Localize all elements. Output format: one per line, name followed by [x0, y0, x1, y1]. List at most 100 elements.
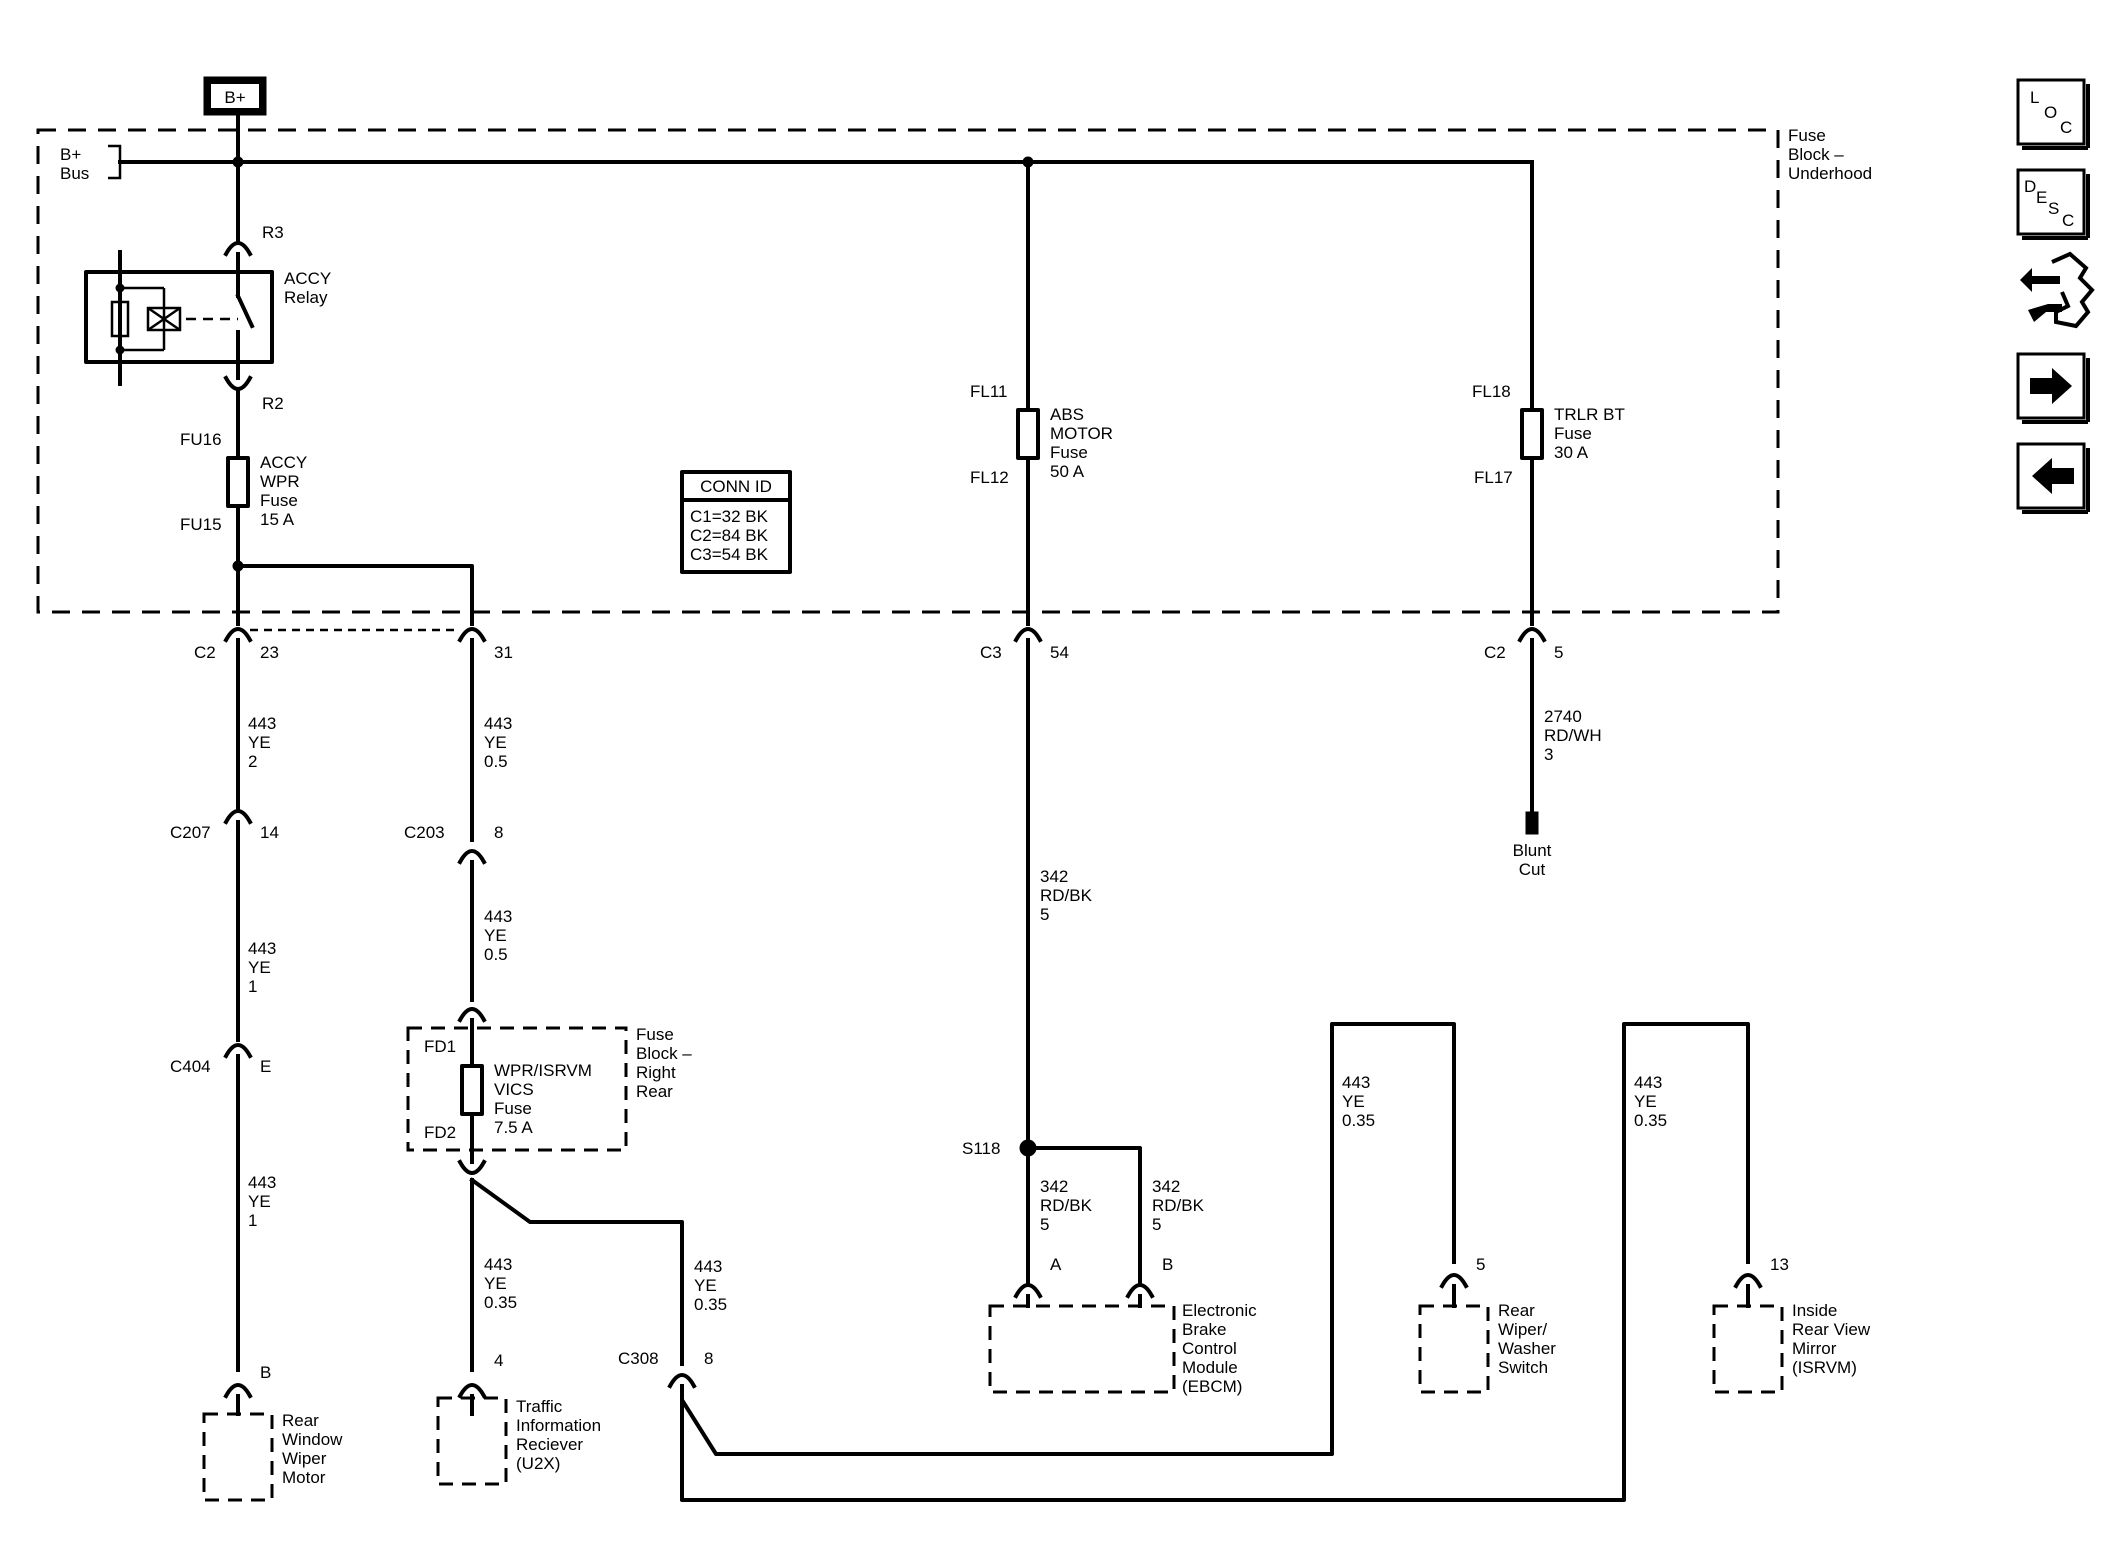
svg-text:0.35: 0.35	[694, 1295, 727, 1314]
svg-text:5: 5	[1152, 1215, 1161, 1234]
loc-icon[interactable]: L O C	[2016, 78, 2090, 150]
wire-443-ye-0.35-a: 443 YE 0.35	[484, 1255, 517, 1312]
svg-text:Fuse: Fuse	[494, 1099, 532, 1118]
svg-text:342: 342	[1152, 1177, 1180, 1196]
svg-text:Relay: Relay	[284, 288, 328, 307]
fu16-label: FU16	[180, 430, 222, 449]
svg-text:Block –: Block –	[1788, 145, 1844, 164]
svg-text:443: 443	[1342, 1073, 1370, 1092]
svg-text:443: 443	[248, 1173, 276, 1192]
r2-label: R2	[262, 394, 284, 413]
svg-text:Fuse: Fuse	[1050, 443, 1088, 462]
wpr-isrvm-vics-fuse-label: WPR/ISRVM VICS Fuse 7.5 A	[494, 1061, 592, 1137]
conn-id-box: CONN ID C1=32 BK C2=84 BK C3=54 BK	[680, 470, 792, 574]
svg-text:YE: YE	[1634, 1092, 1657, 1111]
svg-text:Window: Window	[282, 1430, 343, 1449]
fl11-label: FL11	[970, 382, 1008, 401]
electronic-brake-control-module-label: Electronic Brake Control Module (EBCM)	[1182, 1301, 1257, 1396]
svg-text:D: D	[2024, 177, 2036, 196]
svg-text:Underhood: Underhood	[1788, 164, 1872, 183]
svg-text:443: 443	[248, 939, 276, 958]
svg-text:C: C	[2062, 211, 2074, 230]
wire-342-rd-bk-5-c: 342 RD/BK 5	[1152, 1177, 1205, 1234]
svg-text:RD/BK: RD/BK	[1040, 1196, 1093, 1215]
svg-text:8: 8	[494, 823, 503, 842]
bplus-bus: B+ Bus	[60, 144, 1534, 183]
svg-text:5: 5	[1040, 905, 1049, 924]
svg-text:342: 342	[1040, 867, 1068, 886]
svg-text:E: E	[2036, 188, 2047, 207]
svg-text:C2: C2	[194, 643, 216, 662]
svg-text:Washer: Washer	[1498, 1339, 1556, 1358]
svg-text:1: 1	[248, 977, 257, 996]
wire-443-ye-1-b: 443 YE 1	[248, 1173, 276, 1230]
wpr-isrvm-vics-fuse	[460, 1064, 484, 1116]
svg-text:8: 8	[704, 1349, 713, 1368]
svg-text:C1=32 BK: C1=32 BK	[690, 507, 769, 526]
abs-motor-fuse-label: ABS MOTOR Fuse 50 A	[1050, 405, 1113, 481]
nav-toolbar: L O C D E S C	[2016, 78, 2095, 514]
svg-text:YE: YE	[248, 733, 271, 752]
connector-c207	[223, 809, 253, 825]
arrow-right-icon[interactable]	[2016, 352, 2090, 424]
svg-text:C3=54 BK: C3=54 BK	[690, 545, 769, 564]
svg-text:RD/BK: RD/BK	[1040, 886, 1093, 905]
wire-443-ye-0.35-d: 443 YE 0.35	[1634, 1073, 1667, 1130]
svg-text:S: S	[2048, 199, 2059, 218]
connector-tool-icon[interactable]	[2020, 251, 2095, 329]
svg-text:ABS: ABS	[1050, 405, 1084, 424]
accy-wpr-fuse-label: ACCY WPR Fuse 15 A	[260, 453, 307, 529]
wire-443-ye-0.35-b: 443 YE 0.35	[694, 1257, 727, 1314]
svg-text:13: 13	[1770, 1255, 1789, 1274]
fl17-label: FL17	[1474, 468, 1513, 487]
rear-window-wiper-motor-label: Rear Window Wiper Motor	[282, 1411, 343, 1487]
svg-text:YE: YE	[694, 1276, 717, 1295]
svg-text:443: 443	[1634, 1073, 1662, 1092]
desc-icon[interactable]: D E S C	[2016, 168, 2090, 240]
wire-443-ye-1-a: 443 YE 1	[248, 939, 276, 996]
wire-to-isrvm	[680, 1022, 1750, 1502]
svg-text:0.35: 0.35	[1634, 1111, 1667, 1130]
fu15-label: FU15	[180, 515, 222, 534]
svg-text:342: 342	[1040, 1177, 1068, 1196]
wire-443-ye-0.5-b: 443 YE 0.5	[484, 907, 512, 964]
svg-text:B: B	[260, 1363, 271, 1382]
svg-text:5: 5	[1476, 1255, 1485, 1274]
svg-text:RD/BK: RD/BK	[1152, 1196, 1205, 1215]
svg-text:443: 443	[484, 714, 512, 733]
svg-text:Fuse: Fuse	[636, 1025, 674, 1044]
svg-text:1: 1	[248, 1211, 257, 1230]
blunt-cut-end	[1525, 811, 1539, 835]
rear-wiper-washer-switch-label: Rear Wiper/ Washer Switch	[1498, 1301, 1556, 1377]
svg-text:C207: C207	[170, 823, 211, 842]
svg-text:(ISRVM): (ISRVM)	[1792, 1358, 1857, 1377]
svg-text:B+: B+	[60, 145, 81, 164]
svg-text:Block –: Block –	[636, 1044, 692, 1063]
svg-text:C404: C404	[170, 1057, 211, 1076]
svg-text:C203: C203	[404, 823, 445, 842]
svg-text:443: 443	[248, 714, 276, 733]
svg-text:A: A	[1050, 1255, 1062, 1274]
svg-text:RD/WH: RD/WH	[1544, 726, 1602, 745]
svg-text:443: 443	[484, 907, 512, 926]
svg-text:(EBCM): (EBCM)	[1182, 1377, 1242, 1396]
svg-text:(U2X): (U2X)	[516, 1454, 560, 1473]
svg-text:Right: Right	[636, 1063, 676, 1082]
svg-text:E: E	[260, 1057, 271, 1076]
svg-text:15 A: 15 A	[260, 510, 295, 529]
svg-text:0.5: 0.5	[484, 752, 508, 771]
wire-443-ye-0.35-c: 443 YE 0.35	[1342, 1073, 1375, 1130]
pin-r2	[223, 375, 253, 391]
wire-branch-31	[236, 564, 474, 614]
wire-to-rear-wiper-switch	[680, 1022, 1456, 1456]
svg-text:C3: C3	[980, 643, 1002, 662]
svg-text:WPR/ISRVM: WPR/ISRVM	[494, 1061, 592, 1080]
rear-wiper-washer-switch	[1418, 1304, 1490, 1394]
arrow-left-icon[interactable]	[2016, 442, 2090, 514]
svg-text:31: 31	[494, 643, 513, 662]
svg-text:14: 14	[260, 823, 279, 842]
svg-text:Control: Control	[1182, 1339, 1237, 1358]
svg-text:5: 5	[1040, 1215, 1049, 1234]
svg-text:Cut: Cut	[1519, 860, 1546, 879]
